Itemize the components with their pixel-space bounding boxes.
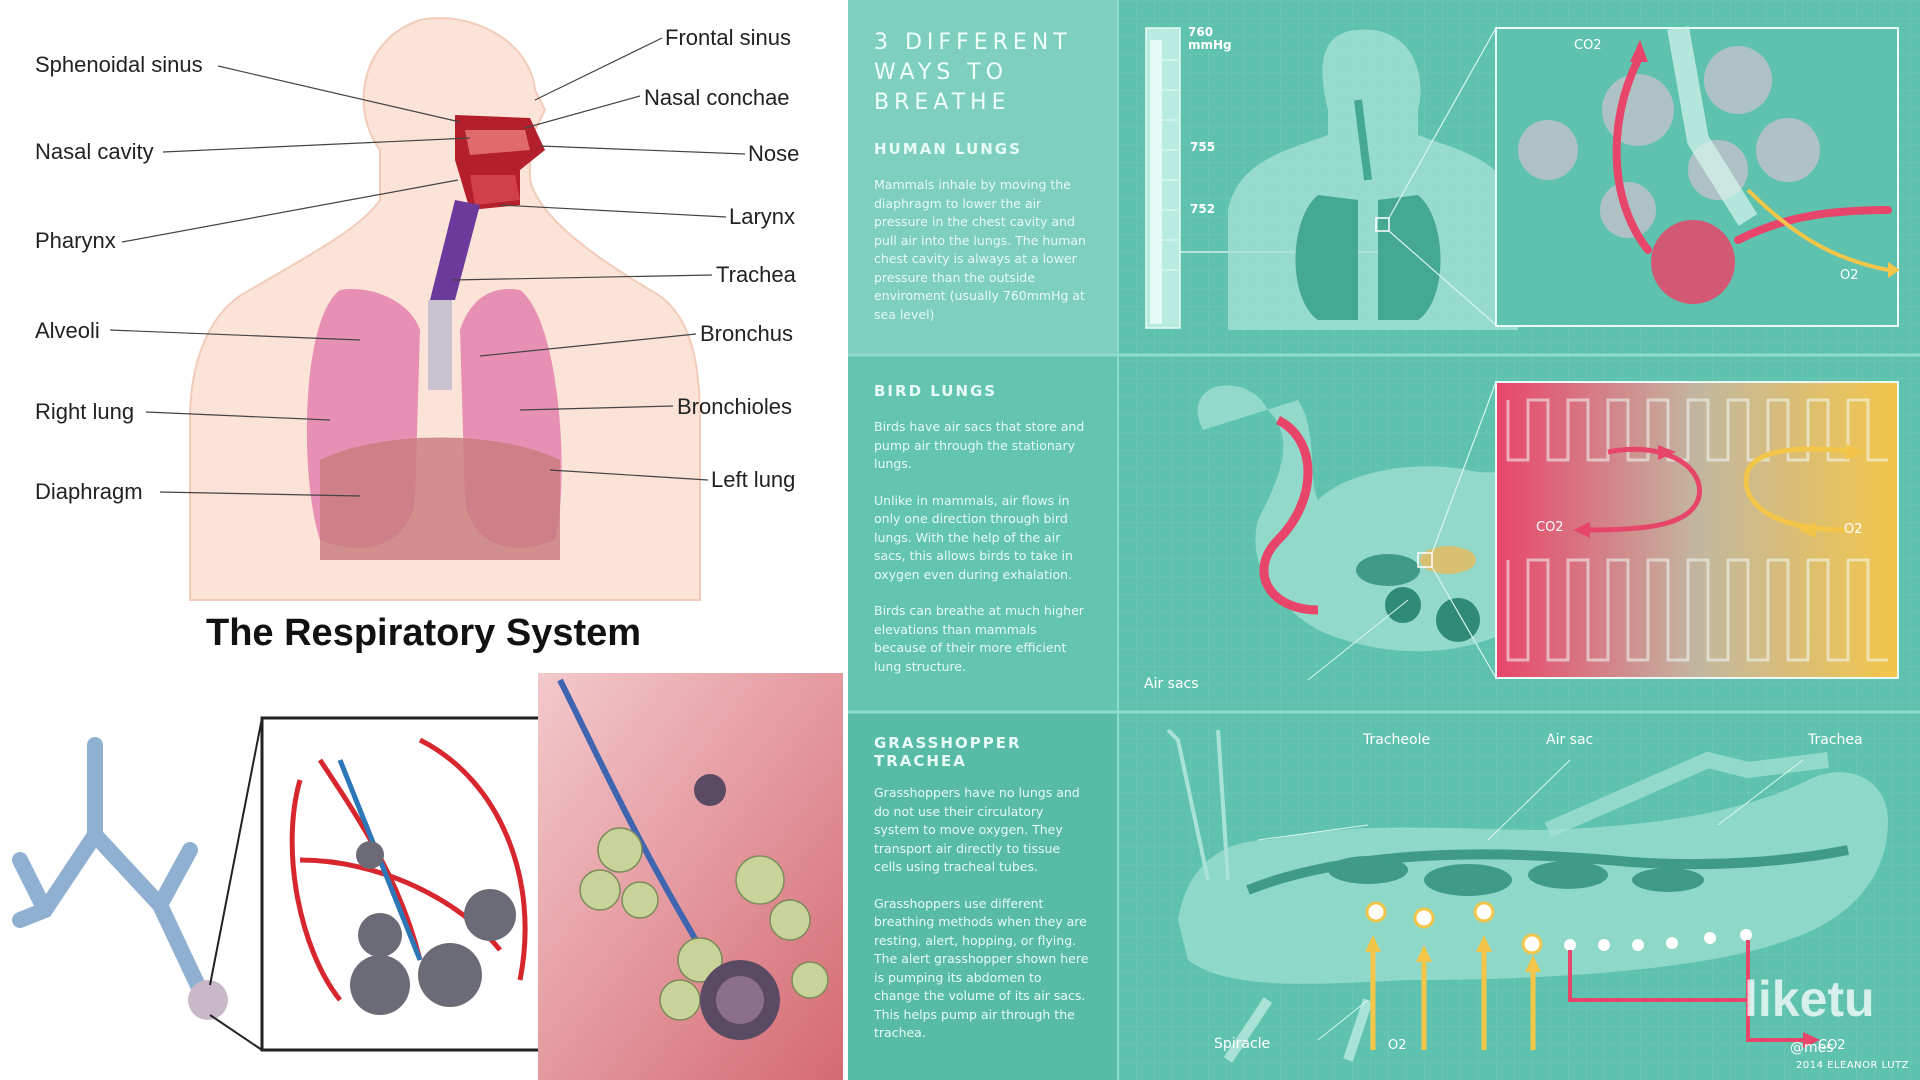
- label-bronchus: Bronchus: [700, 321, 793, 346]
- grasshopper-co2-label: CO2: [1818, 1038, 1846, 1053]
- bird-lungs-body-3: Birds can breathe at much higher elevati…: [874, 603, 1084, 674]
- human-lungs-body: Mammals inhale by moving the diaphragm t…: [874, 177, 1086, 322]
- label-frontal-sinus: Frontal sinus: [665, 25, 791, 50]
- human-lungs-section: HUMAN LUNGS Mammals inhale by moving the…: [874, 140, 1090, 324]
- watermark-logo: liketu: [1744, 971, 1875, 1027]
- gauge-tick-752: 752: [1190, 202, 1216, 216]
- grasshopper-o2-label: O2: [1388, 1038, 1407, 1053]
- trachea-label: Trachea: [1808, 732, 1863, 748]
- bird-o2-label: O2: [1844, 522, 1863, 537]
- infographic-title: 3 DIFFERENT WAYS TO BREATHE: [874, 28, 1104, 118]
- label-nose: Nose: [748, 141, 800, 166]
- breathing-infographic: 3 DIFFERENT WAYS TO BREATHE HUMAN LUNGS …: [848, 0, 1920, 1080]
- label-diaphragm: Diaphragm: [35, 479, 143, 504]
- tracheole-label: Tracheole: [1363, 732, 1431, 748]
- gauge-unit: mmHg: [1188, 38, 1232, 52]
- title-line-1: 3 DIFFERENT: [874, 30, 1072, 55]
- grasshopper-body-2: Grasshoppers use different breathing met…: [874, 895, 1089, 1041]
- label-sphenoidal-sinus: Sphenoidal sinus: [35, 52, 203, 77]
- grasshopper-heading-1: GRASSHOPPER: [874, 734, 1022, 752]
- gauge-top-label: 760 mmHg: [1188, 26, 1232, 52]
- infographic-background: [848, 0, 1920, 1080]
- credit-text: 2014 ELEANOR LUTZ: [1796, 1060, 1910, 1071]
- grasshopper-body-1: Grasshoppers have no lungs and do not us…: [874, 785, 1080, 874]
- human-lungs-heading: HUMAN LUNGS: [874, 140, 1022, 158]
- watermark-handle: @mes: [1790, 1040, 1834, 1056]
- label-pharynx: Pharynx: [35, 228, 116, 253]
- bird-lungs-body-1: Birds have air sacs that store and pump …: [874, 419, 1085, 471]
- title-line-3: BREATHE: [874, 90, 1011, 115]
- respiratory-illustration: [12, 17, 843, 1080]
- air-sac-label: Air sac: [1546, 732, 1594, 748]
- bird-co2-label: CO2: [1536, 520, 1564, 535]
- diagram-title: The Respiratory System: [206, 612, 642, 654]
- spiracle-label: Spiracle: [1214, 1036, 1271, 1052]
- gauge-top-value: 760: [1188, 25, 1214, 39]
- air-sacs-label: Air sacs: [1144, 676, 1199, 692]
- title-line-2: WAYS TO: [874, 60, 1009, 85]
- label-alveoli: Alveoli: [35, 318, 100, 343]
- label-larynx: Larynx: [729, 204, 796, 229]
- bird-lungs-body-2: Unlike in mammals, air flows in only one…: [874, 492, 1073, 582]
- bird-lungs-section: BIRD LUNGS Birds have air sacs that stor…: [874, 382, 1090, 676]
- human-co2-label: CO2: [1574, 38, 1602, 53]
- gauge-tick-755: 755: [1190, 140, 1216, 154]
- label-nasal-cavity: Nasal cavity: [35, 139, 154, 164]
- label-trachea: Trachea: [716, 262, 796, 287]
- human-o2-label: O2: [1840, 268, 1859, 283]
- label-left-lung: Left lung: [711, 467, 796, 492]
- label-nasal-conchae: Nasal conchae: [644, 85, 790, 110]
- grasshopper-section: GRASSHOPPER TRACHEA Grasshoppers have no…: [874, 734, 1090, 1043]
- grasshopper-heading-2: TRACHEA: [874, 752, 967, 770]
- bird-lungs-heading: BIRD LUNGS: [874, 382, 998, 400]
- label-right-lung: Right lung: [35, 399, 135, 424]
- respiratory-system-panel: Sphenoidal sinus Nasal cavity Pharynx Al…: [0, 0, 843, 1080]
- label-bronchioles: Bronchioles: [677, 394, 792, 419]
